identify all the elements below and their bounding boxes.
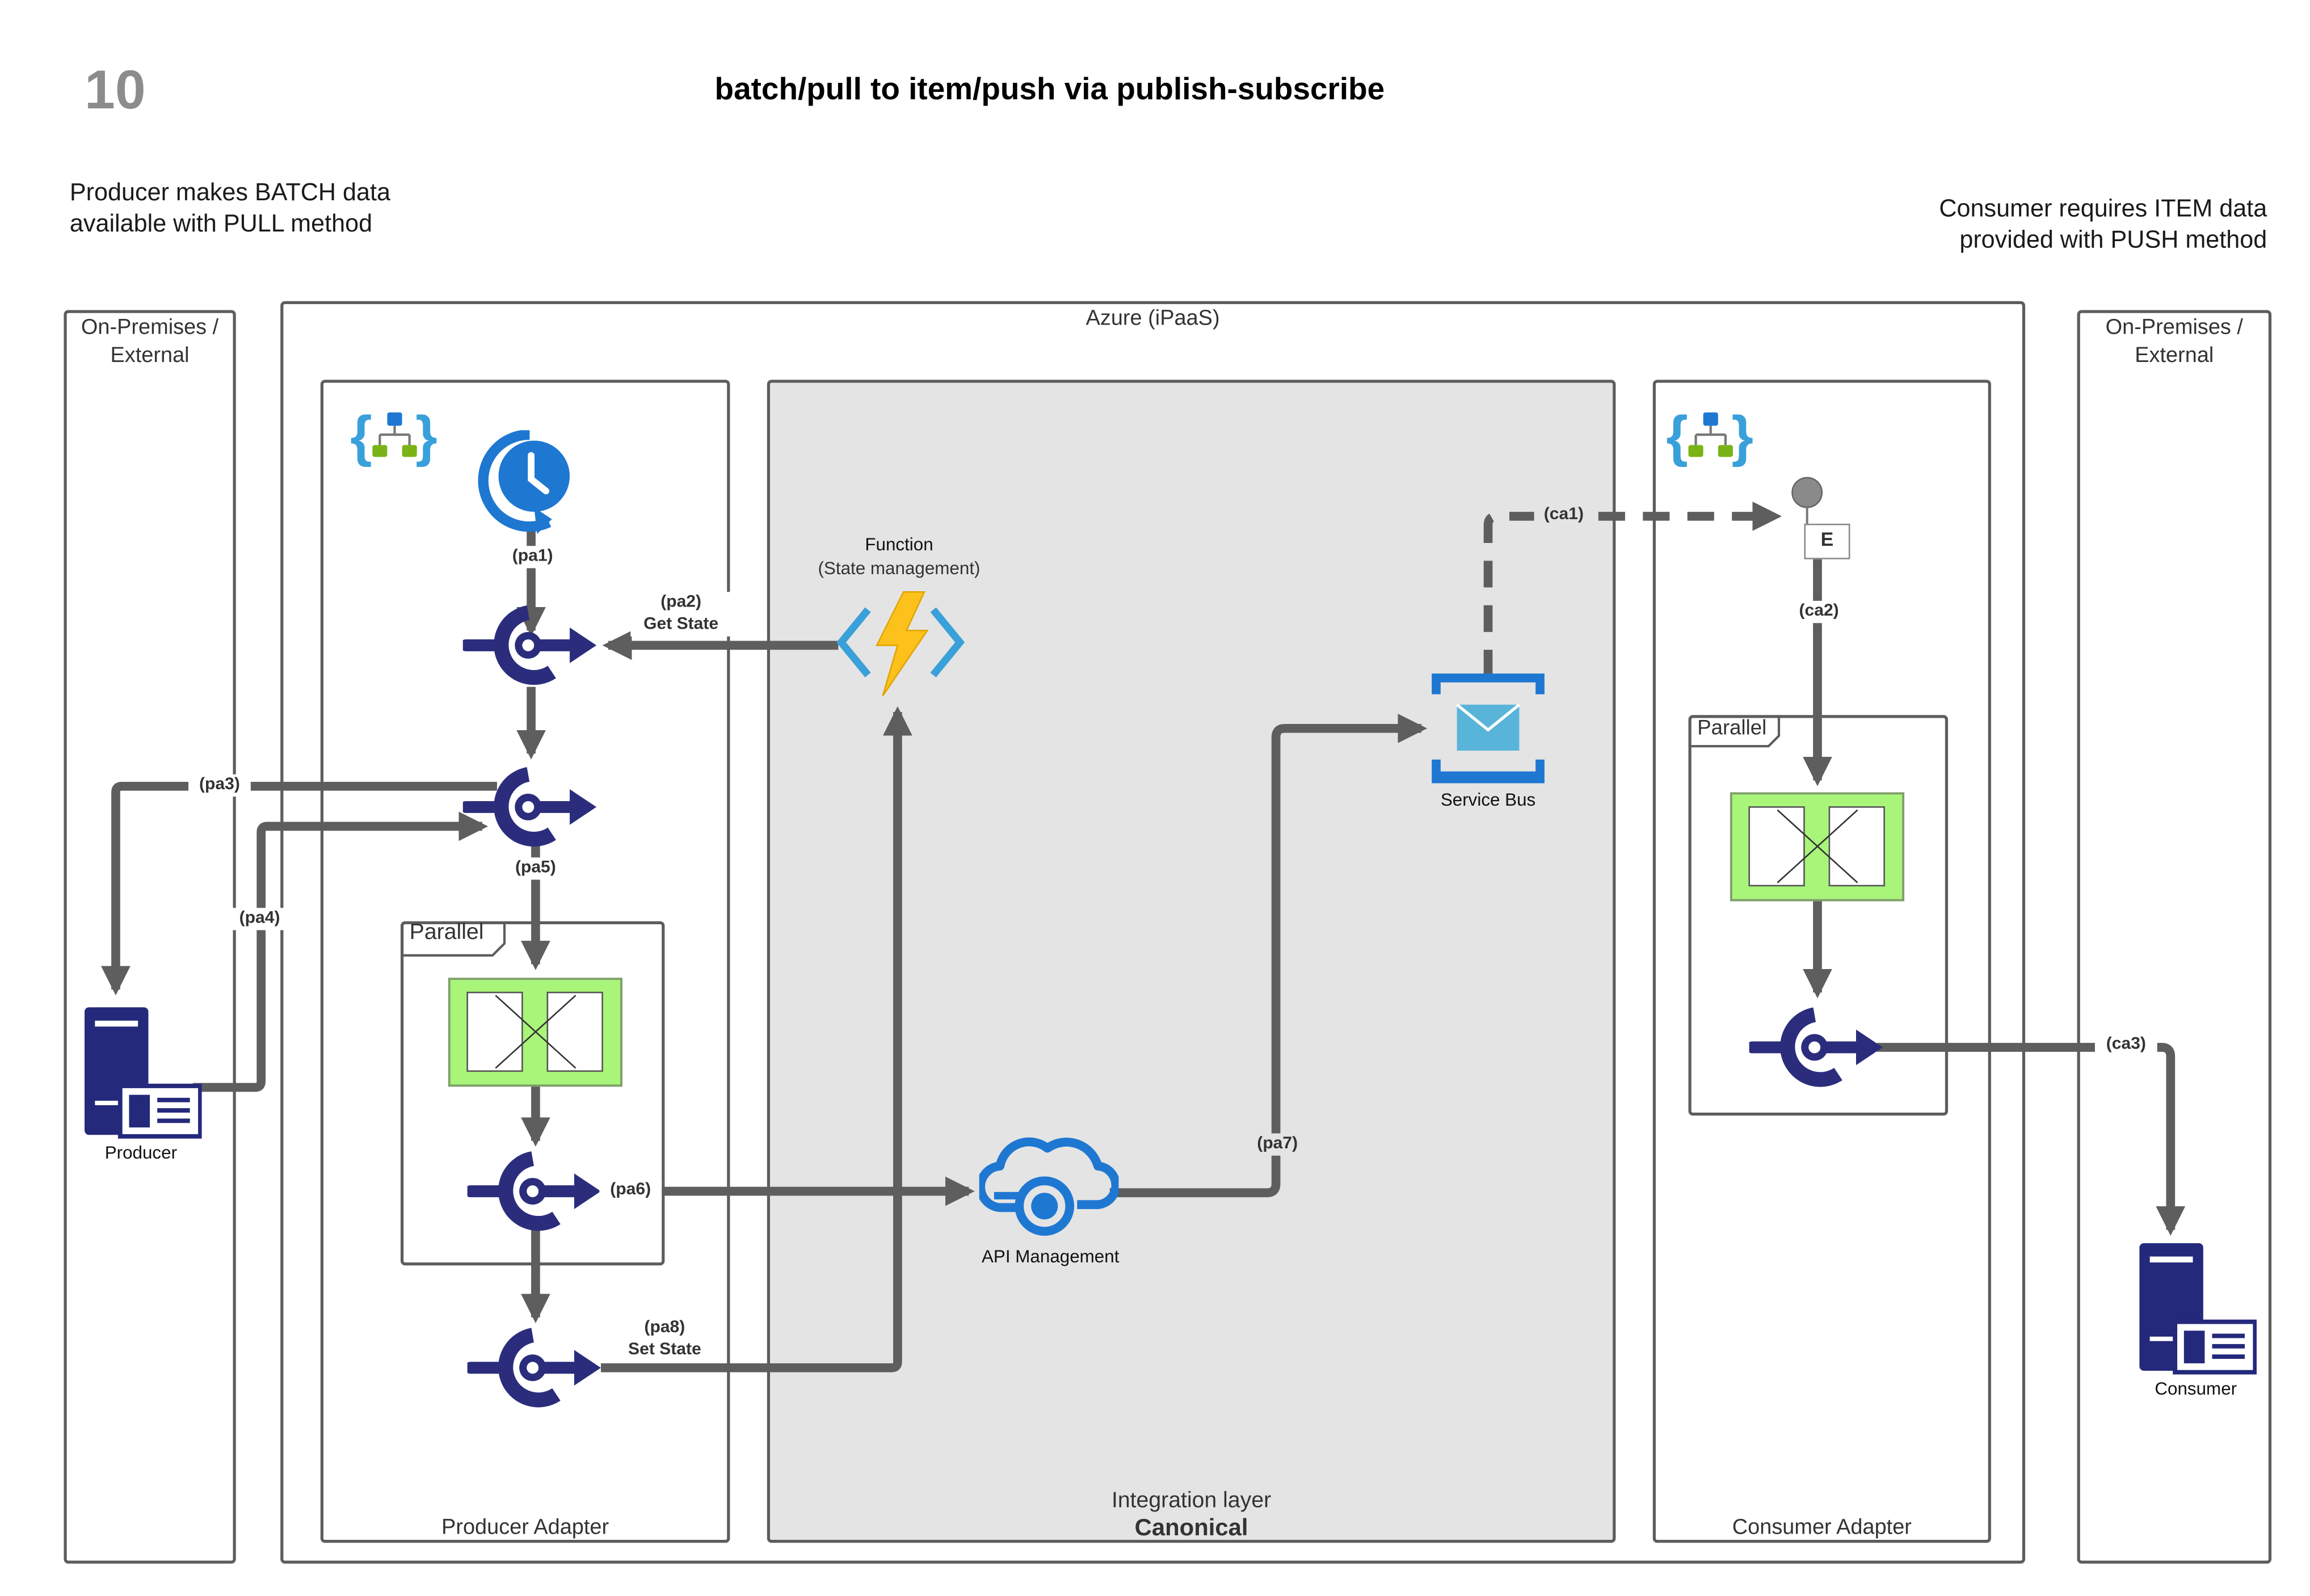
right-onprem-label-line-1: On-Premises / — [2105, 315, 2243, 340]
flow-label-pa6: (pa6) — [599, 1179, 662, 1202]
connector-pa4 — [192, 811, 489, 1092]
api-connector-icon-2 — [462, 767, 597, 847]
api-management-label: API Management — [981, 1246, 1120, 1267]
svg-text:}: } — [415, 405, 437, 468]
parallel-tab-right — [1690, 716, 1781, 748]
diagram-title: batch/pull to item/push via publish-subs… — [714, 73, 1385, 107]
azure-label: Azure (iPaaS) — [1085, 307, 1220, 331]
flow-label-ca3: (ca3) — [2094, 1034, 2157, 1056]
producer-adapter-label: Producer Adapter — [441, 1516, 609, 1540]
function-label: Function (State management) — [795, 533, 1003, 580]
flow-label-ca1: (ca1) — [1534, 504, 1594, 527]
left-onprem-label: On-Premises / External — [64, 314, 235, 370]
consumer-adapter-label: Consumer Adapter — [1732, 1516, 1912, 1540]
integration-layer-label: Integration layer Canonical — [767, 1486, 1616, 1543]
azure-function-icon — [836, 591, 965, 697]
svg-text:{: { — [1666, 405, 1688, 468]
flow-label-pa8-text: Set State — [628, 1341, 701, 1359]
producer-note-line-1: Producer makes BATCH data — [69, 179, 390, 207]
left-onprem-label-line-2: External — [110, 344, 190, 368]
right-onprem-label: On-Premises / External — [2077, 314, 2272, 370]
producer-server-icon — [85, 1007, 202, 1139]
function-subtitle: (State management) — [818, 558, 981, 579]
left-onprem-label-line-1: On-Premises / — [81, 315, 219, 340]
connector-ca3 — [1876, 1043, 2186, 1236]
connector-pa7 — [1109, 713, 1428, 1198]
consumer-adapter-zone — [1652, 380, 1991, 1543]
connector-ca1 — [1483, 502, 1782, 677]
recurrence-trigger-icon — [478, 430, 570, 534]
integration-layer-zone — [767, 380, 1616, 1543]
function-title: Function — [865, 534, 933, 555]
flow-label-pa2: (pa2) Get State — [630, 592, 732, 637]
api-connector-icon-4 — [467, 1328, 601, 1408]
left-onprem-zone — [64, 310, 236, 1564]
connector-pa8 — [600, 706, 912, 1372]
logic-app-icon: { } — [350, 405, 437, 468]
producer-adapter-zone — [320, 380, 730, 1543]
api-management-icon — [979, 1137, 1119, 1236]
flow-label-pa4: (pa4) — [228, 908, 291, 930]
api-connector-icon-3 — [467, 1151, 601, 1231]
parallel-label-right: Parallel — [1697, 715, 1767, 739]
flow-label-pa7: (pa7) — [1246, 1133, 1309, 1156]
producer-note: Producer makes BATCH data available with… — [70, 178, 390, 241]
logic-app-icon-consumer: { } — [1666, 405, 1753, 468]
consumer-server-icon — [2139, 1243, 2257, 1375]
api-connector-icon-consumer — [1749, 1007, 1883, 1087]
consumer-label: Consumer — [2155, 1378, 2237, 1399]
page-number: 10 — [85, 59, 146, 120]
integration-layer-title: Integration layer — [1111, 1488, 1272, 1513]
flow-label-pa3: (pa3) — [188, 774, 251, 797]
consumer-note: Consumer requires ITEM data provided wit… — [1939, 195, 2267, 257]
api-connector-icon-1 — [462, 605, 597, 685]
parallel-label-left: Parallel — [409, 920, 484, 945]
producer-label: Producer — [104, 1142, 178, 1163]
flow-label-ca2: (ca2) — [1787, 600, 1850, 624]
connector-pa3 — [101, 781, 497, 996]
flow-label-pa2-text: Get State — [643, 616, 719, 634]
service-bus-icon — [1432, 673, 1545, 784]
consumer-note-line-2: provided with PUSH method — [1959, 227, 2267, 254]
event-marker-label: E — [1820, 528, 1834, 551]
flow-label-pa1: (pa1) — [501, 546, 564, 569]
right-onprem-label-line-2: External — [2135, 344, 2214, 368]
event-trigger-icon — [1791, 477, 1823, 528]
svg-text:}: } — [1731, 405, 1753, 468]
svg-text:{: { — [350, 405, 372, 468]
producer-note-line-2: available with PULL method — [69, 210, 373, 238]
azure-zone — [280, 301, 2026, 1564]
right-onprem-zone — [2077, 310, 2272, 1564]
flow-label-pa8: (pa8) Set State — [614, 1317, 716, 1362]
flow-label-pa2-id: (pa2) — [660, 593, 702, 612]
parallel-actions-left — [448, 978, 622, 1087]
service-bus-label: Service Bus — [1440, 789, 1536, 810]
flow-label-pa8-id: (pa8) — [644, 1319, 685, 1337]
flow-label-pa5: (pa5) — [504, 857, 567, 880]
integration-layer-subtitle: Canonical — [1134, 1516, 1248, 1542]
consumer-note-line-1: Consumer requires ITEM data — [1939, 196, 2267, 223]
parallel-actions-right — [1730, 792, 1905, 902]
event-marker-box — [1804, 523, 1850, 559]
parallel-tab-left — [402, 923, 506, 957]
